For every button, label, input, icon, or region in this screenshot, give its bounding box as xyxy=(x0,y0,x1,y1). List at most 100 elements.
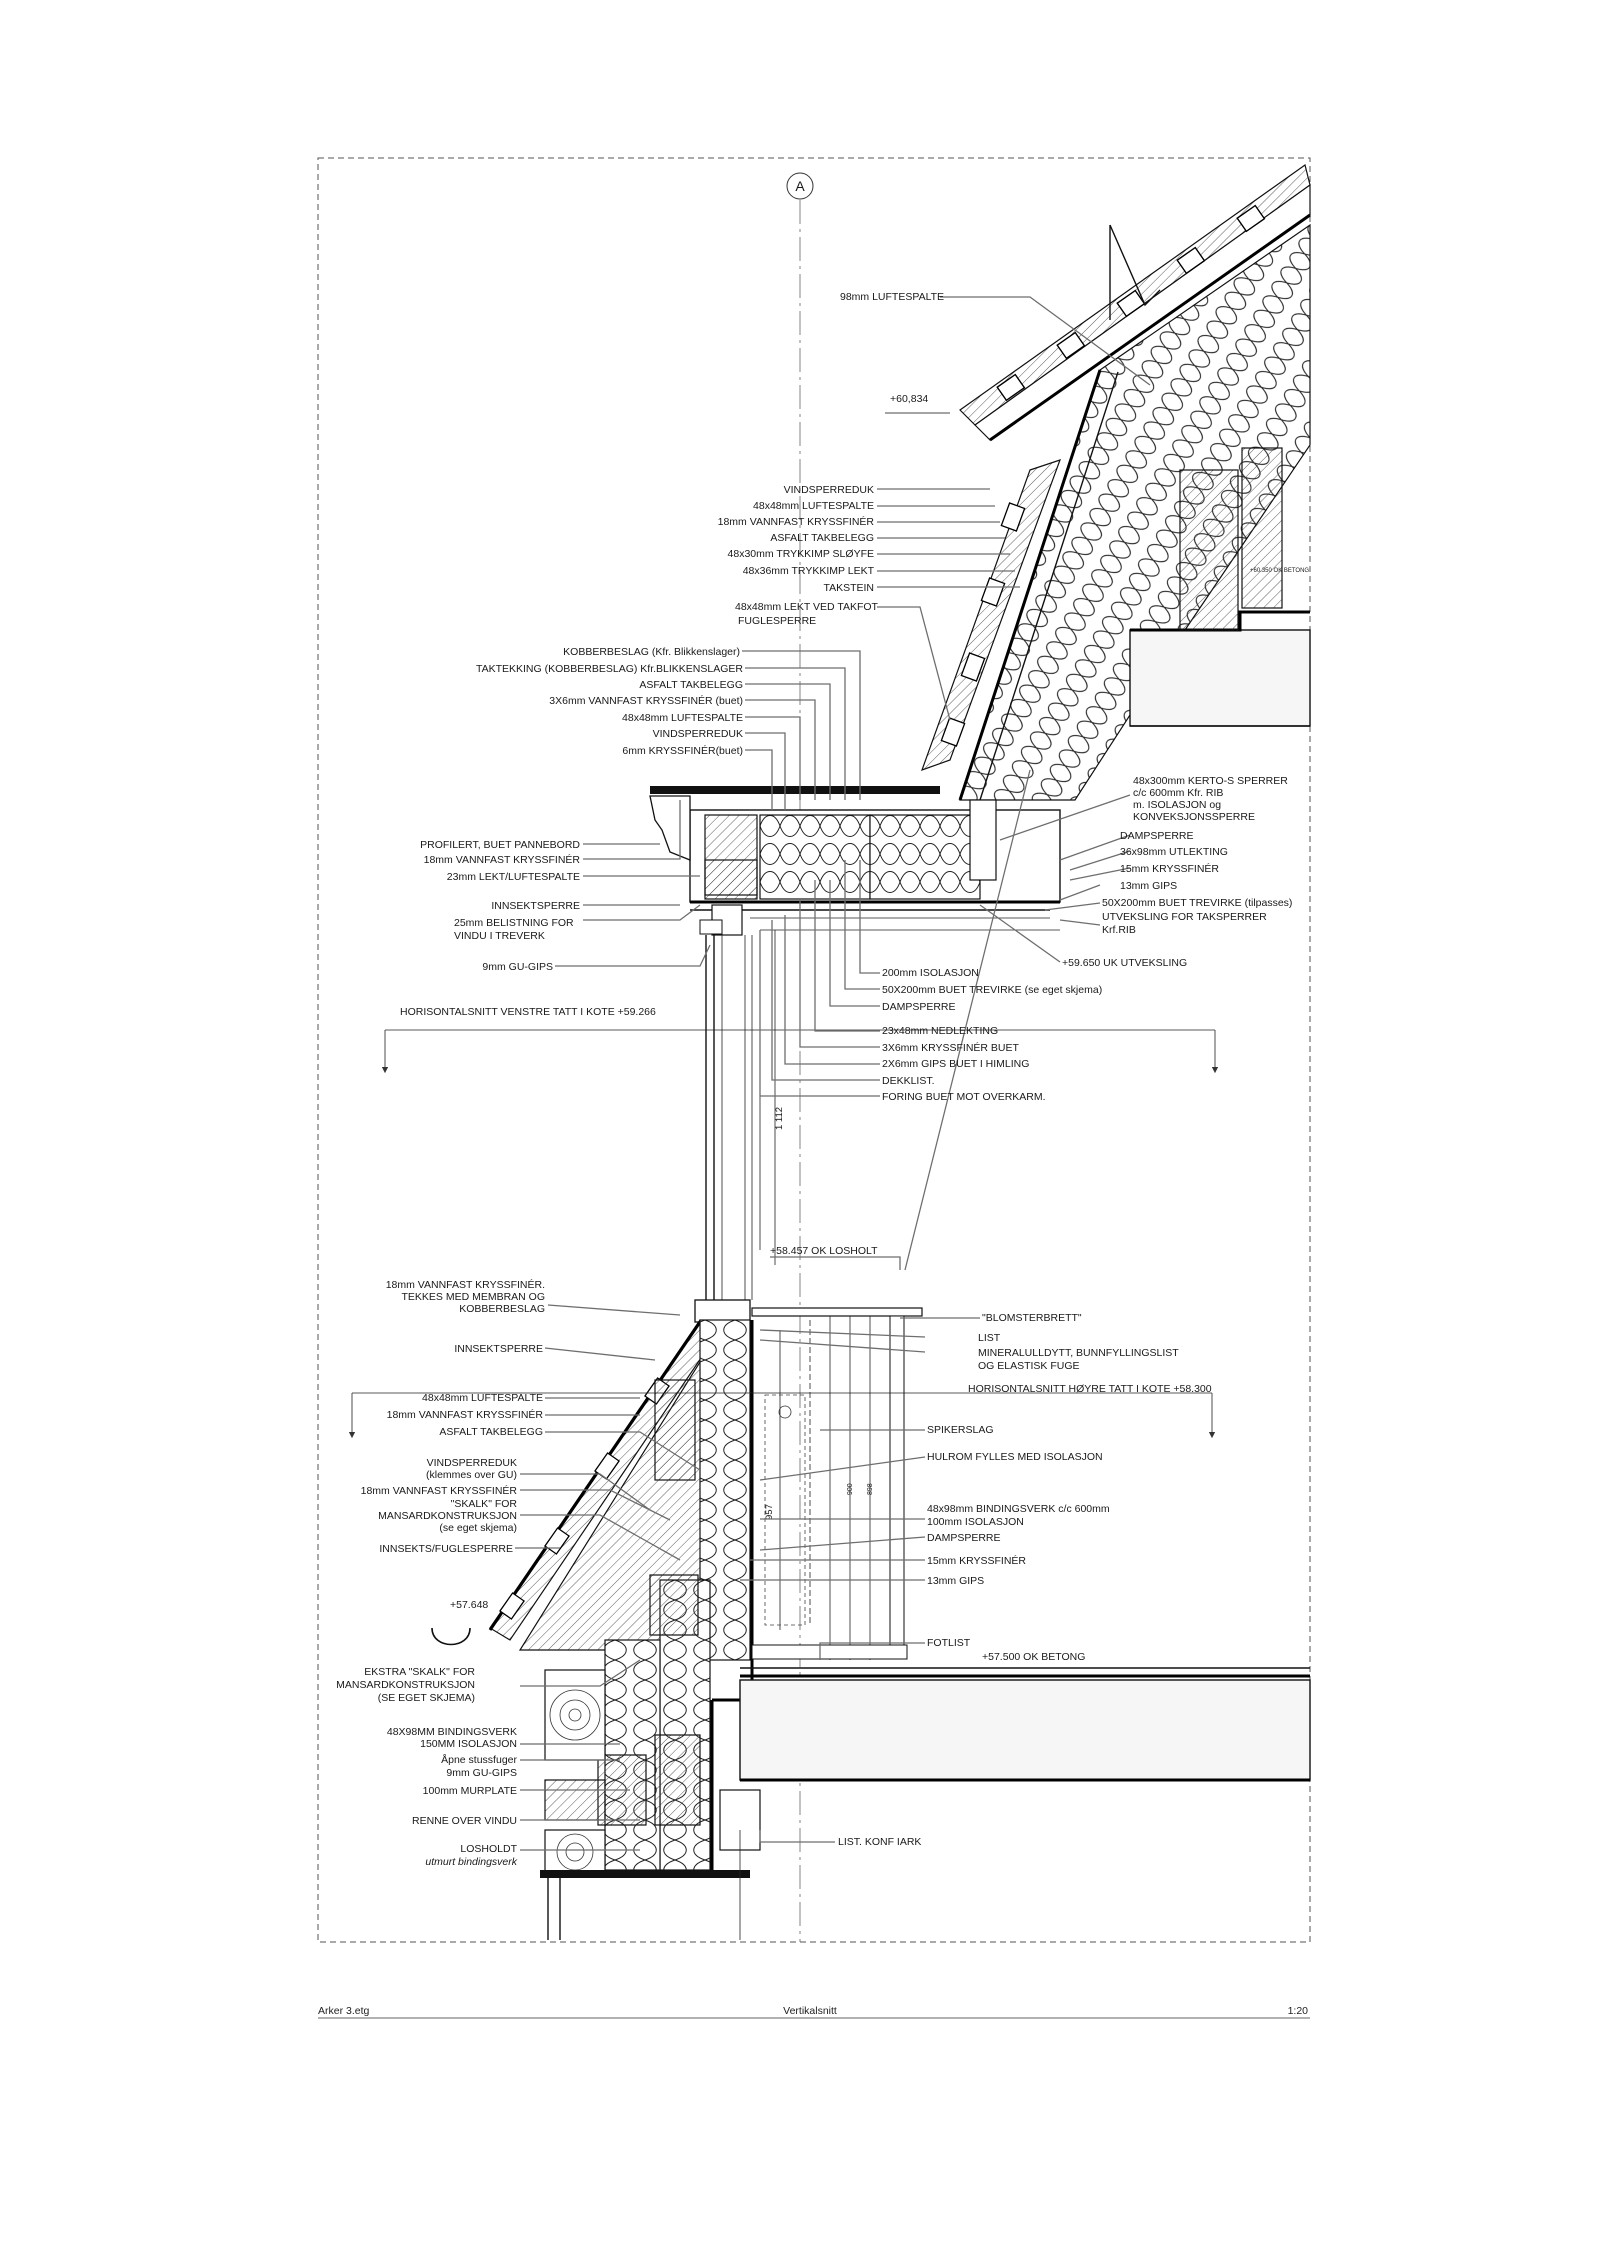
label-15mm-kryssfiner-r: 15mm KRYSSFINÉR xyxy=(1120,862,1219,875)
label-hulrom-isolasjon: HULROM FYLLES MED ISOLASJON xyxy=(927,1451,1103,1463)
label-takstein: TAKSTEIN xyxy=(823,582,874,594)
label-level-57648: +57.648 xyxy=(450,1599,488,1611)
label-48x48-luftespalte-l: 48x48mm LUFTESPALTE xyxy=(422,1392,543,1404)
masonry-lintel xyxy=(544,1669,606,1876)
label-15mm-kryssfiner-lr: 15mm KRYSSFINÉR xyxy=(927,1554,1026,1567)
label-6mm-kryssfiner: 6mm KRYSSFINÉR(buet) xyxy=(622,744,743,757)
label-48x48-luftespalte-2: 48x48mm LUFTESPALTE xyxy=(622,712,743,724)
label-krf-rib: Krf.RIB xyxy=(1102,924,1136,936)
label-horisontalsnitt-hoyre: HORISONTALSNITT HØYRE TATT I KOTE +58.30… xyxy=(968,1383,1212,1395)
label-tekkes-membran: TEKKES MED MEMBRAN OG xyxy=(401,1291,545,1303)
label-kerto-sperrer: 48x300mm KERTO-S SPERRER xyxy=(1133,775,1288,787)
label-18mm-kryssfiner-2: 18mm VANNFAST KRYSSFINÉR xyxy=(424,853,581,866)
label-utmurt-bindingsverk: utmurt bindingsverk xyxy=(425,1856,517,1868)
label-dekklist: DEKKLIST. xyxy=(882,1075,935,1087)
label-18mm-vannfast-a: 18mm VANNFAST KRYSSFINÉR. xyxy=(386,1278,545,1291)
label-13mm-gips-r: 13mm GIPS xyxy=(1120,880,1177,892)
title-block: Arker 3.etg Vertikalsnitt 1:20 xyxy=(318,2005,1310,2019)
label-elastisk-fuge: OG ELASTISK FUGE xyxy=(978,1360,1080,1372)
label-50x200-trevirke: 50X200mm BUET TREVIRKE (se eget skjema) xyxy=(882,984,1102,996)
label-taktekking: TAKTEKKING (KOBBERBESLAG) Kfr.BLIKKENSLA… xyxy=(476,663,743,675)
label-m-isolasjon: m. ISOLASJON og xyxy=(1133,799,1221,811)
label-cc-600: c/c 600mm Kfr. RIB xyxy=(1133,787,1223,799)
label-foring-buet: FORING BUET MOT OVERKARM. xyxy=(882,1091,1046,1103)
label-48x98-bindingsverk-r: 48x98mm BINDINGSVERK c/c 600mm xyxy=(927,1503,1110,1515)
wall-assembly xyxy=(431,1299,1311,1940)
label-kobberbeslag: KOBBERBESLAG (Kfr. Blikkenslager) xyxy=(563,646,740,658)
label-kobberbeslag-l: KOBBERBESLAG xyxy=(459,1303,545,1315)
label-renne-over-vindu: RENNE OVER VINDU xyxy=(412,1815,517,1827)
label-blomsterbrett: "BLOMSTERBRETT" xyxy=(982,1312,1082,1324)
wall-dimensions: 957 900 898 xyxy=(764,1483,874,1520)
label-18mm-vannfast-b: 18mm VANNFAST KRYSSFINÉR xyxy=(387,1408,544,1421)
label-level-58457: +58.457 OK LOSHOLT xyxy=(770,1245,878,1257)
eave-fascia-profile xyxy=(649,795,691,861)
label-18mm-vannfast-c: 18mm VANNFAST KRYSSFINÉR xyxy=(361,1484,518,1497)
label-lekt-takfot: 48x48mm LEKT VED TAKFOT xyxy=(735,601,879,613)
label-apne-stussfuger: Åpne stussfuger xyxy=(441,1753,517,1766)
labels-lower-left: 18mm VANNFAST KRYSSFINÉR. TEKKES MED MEM… xyxy=(336,1278,545,1868)
label-losholdt: LOSHOLDT xyxy=(460,1843,517,1855)
flower-board xyxy=(751,1307,923,1317)
footer-right: 1:20 xyxy=(1288,2005,1309,2017)
label-23x48-nedlekting: 23x48mm NEDLEKTING xyxy=(882,1025,998,1037)
label-dampsperre-m: DAMPSPERRE xyxy=(882,1001,956,1013)
concrete-deck-upper xyxy=(1129,629,1311,727)
label-skalk: "SKALK" FOR xyxy=(451,1498,518,1510)
window-frame xyxy=(705,935,761,1300)
label-se-eget-skjema-2: (SE EGET SKJEMA) xyxy=(378,1692,475,1704)
label-spikerslag: SPIKERSLAG xyxy=(927,1424,994,1436)
label-konveksjonssperre: KONVEKSJONSSPERRE xyxy=(1133,811,1255,823)
label-48x36-lekt: 48x36mm TRYKKIMP LEKT xyxy=(743,565,875,577)
label-48x98-bindingsverk: 48X98MM BINDINGSVERK xyxy=(387,1726,517,1738)
section-cut-right xyxy=(348,1392,1216,1439)
label-asfalt-takbelegg: ASFALT TAKBELEGG xyxy=(770,532,874,544)
footer-center: Vertikalsnitt xyxy=(783,2005,837,2017)
label-level-59650: +59.650 UK UTVEKSLING xyxy=(1062,957,1187,969)
label-48x48-luftespalte: 48x48mm LUFTESPALTE xyxy=(753,500,874,512)
label-50x200-buet: 50X200mm BUET TREVIRKE (tilpasses) xyxy=(1102,897,1292,909)
label-asfalt-takbelegg-l: ASFALT TAKBELEGG xyxy=(439,1426,543,1438)
label-pannebord: PROFILERT, BUET PANNEBORD xyxy=(420,839,580,851)
label-utveksling: UTVEKSLING FOR TAKSPERRER xyxy=(1102,911,1267,923)
label-13mm-gips-lr: 13mm GIPS xyxy=(927,1575,984,1587)
label-18mm-kryssfiner: 18mm VANNFAST KRYSSFINÉR xyxy=(718,515,875,528)
labels-mid: 200mm ISOLASJON 50X200mm BUET TREVIRKE (… xyxy=(400,967,1102,1257)
label-vindsperreduk-2: VINDSPERREDUK xyxy=(653,728,743,740)
label-innsektsperre-l: INNSEKTSPERRE xyxy=(454,1343,543,1355)
leader-lines xyxy=(515,296,1151,1851)
label-dampsperre-r: DAMPSPERRE xyxy=(1120,830,1194,842)
label-150mm-isolasjon: 150MM ISOLASJON xyxy=(420,1738,517,1750)
label-list: LIST xyxy=(978,1332,1001,1344)
label-200mm-isolasjon: 200mm ISOLASJON xyxy=(882,967,979,979)
label-vindu-treverk: VINDU I TREVERK xyxy=(454,930,545,942)
label-3x6-kryssfiner: 3X6mm VANNFAST KRYSSFINÉR (buet) xyxy=(549,694,743,707)
label-innsektsperre: INNSEKTSPERRE xyxy=(491,900,580,912)
window-head xyxy=(699,904,743,936)
dim-898: 898 xyxy=(867,1483,874,1495)
label-level-57500: +57.500 OK BETONG xyxy=(982,1651,1085,1663)
label-mansardkonstruksjon-2: MANSARDKONSTRUKSJON xyxy=(336,1679,475,1691)
label-level-60350: +60.350 OK BETONG xyxy=(1250,568,1309,574)
label-23mm-lekt: 23mm LEKT/LUFTESPALTE xyxy=(447,871,580,883)
label-9mm-gu-gips: 9mm GU-GIPS xyxy=(482,961,553,973)
label-vindsperreduk: VINDSPERREDUK xyxy=(784,484,874,496)
label-dampsperre-lr: DAMPSPERRE xyxy=(927,1532,1001,1544)
gutter xyxy=(431,1627,471,1646)
label-klemmes-gu: (klemmes over GU) xyxy=(426,1469,517,1481)
label-36x98-utlekting: 36x98mm UTLEKTING xyxy=(1120,846,1228,858)
label-innsekts-fuglesperre: INNSEKTS/FUGLESPERRE xyxy=(379,1543,513,1555)
dimension-1112: 1 112 xyxy=(774,930,785,1265)
label-48x30-slofe: 48x30mm TRYKKIMP SLØYFE xyxy=(728,548,874,560)
label-belistning: 25mm BELISTNING FOR xyxy=(454,917,574,929)
label-ekstra-skalk: EKSTRA "SKALK" FOR xyxy=(364,1666,475,1678)
labels-lower-right: "BLOMSTERBRETT" LIST MINERALULLDYTT, BUN… xyxy=(838,1312,1212,1848)
label-list-konf-iark: LIST. KONF IARK xyxy=(838,1836,921,1848)
label-mineralulldytt: MINERALULLDYTT, BUNNFYLLINGSLIST xyxy=(978,1347,1179,1359)
label-98mm-luftespalte: 98mm LUFTESPALTE xyxy=(840,291,944,303)
label-level-60834: +60,834 xyxy=(890,393,928,405)
label-asfalt-takbelegg-2: ASFALT TAKBELEGG xyxy=(639,679,743,691)
label-horisontalsnitt-venstre: HORISONTALSNITT VENSTRE TATT I KOTE +59.… xyxy=(400,1006,656,1018)
label-fotlist: FOTLIST xyxy=(927,1637,971,1649)
